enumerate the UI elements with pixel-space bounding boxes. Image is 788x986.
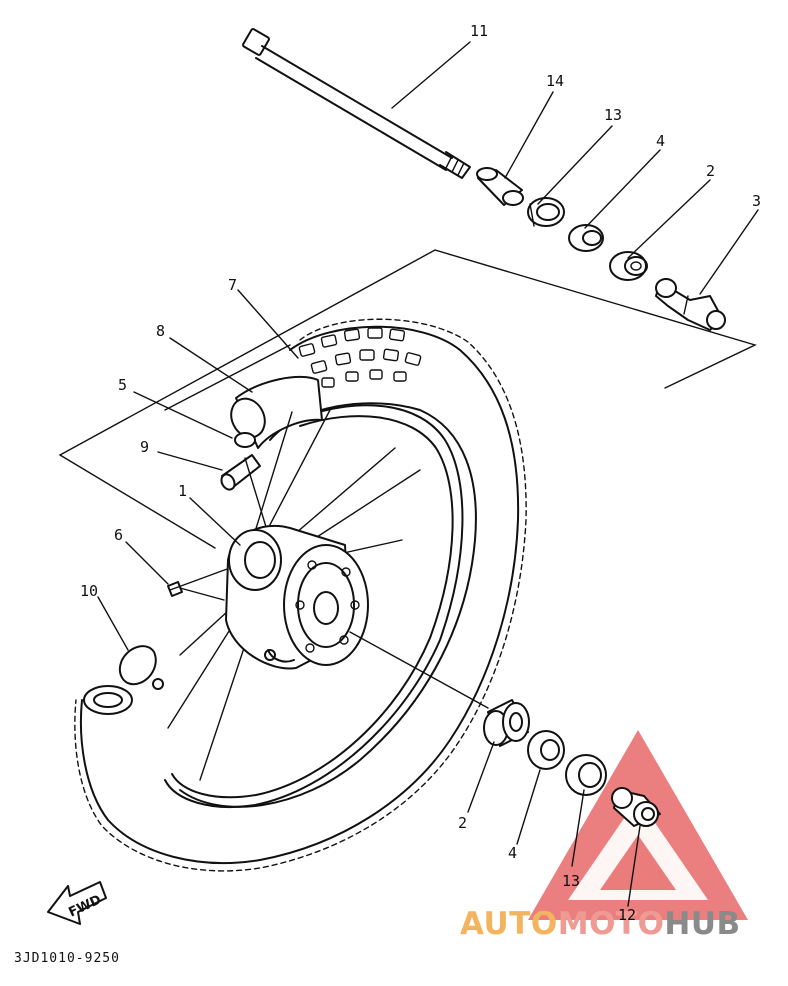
watermark-text-moto: MOTO (558, 906, 665, 942)
watermark-logo: AUTOMOTOHUB (460, 730, 748, 942)
lower-guide-line (349, 631, 489, 709)
callout-8: 8 (156, 322, 165, 340)
callout-9: 9 (140, 438, 149, 456)
callout-12: 12 (618, 906, 636, 924)
callout-7: 7 (228, 276, 237, 294)
rim-band (83, 645, 164, 715)
callout-2-upper: 2 (706, 162, 715, 180)
lower-collar (611, 787, 661, 827)
diagram-code: 3JD1010-9250 (14, 951, 120, 966)
valve-nut (234, 432, 256, 448)
tire (74, 318, 527, 872)
valve-cap (220, 454, 261, 491)
upper-collar (476, 167, 524, 206)
upper-spacer (568, 224, 604, 252)
callout-5: 5 (118, 376, 127, 394)
callout-14: 14 (546, 72, 564, 90)
front-axle (242, 28, 471, 179)
wheel-hub (225, 524, 369, 670)
inner-tube (230, 375, 323, 449)
lower-spacer (527, 730, 565, 770)
watermark-text-auto: AUTO (460, 906, 558, 942)
callout-13-lower: 13 (562, 872, 580, 890)
watermark-triangle-core (600, 835, 676, 890)
assembly-guide-lines (59, 249, 757, 549)
callout-13-upper: 13 (604, 106, 622, 124)
hub-bolts (295, 560, 360, 653)
spoke-nipple (167, 581, 225, 601)
tire-tread (298, 327, 422, 388)
callout-10: 10 (80, 582, 98, 600)
callout-4-upper: 4 (656, 132, 665, 150)
callout-11: 11 (470, 22, 488, 40)
callout-4-lower: 4 (508, 844, 517, 862)
forward-arrow: FWD (47, 881, 107, 925)
callout-1: 1 (178, 482, 187, 500)
callout-2-lower: 2 (458, 814, 467, 832)
watermark-text: AUTOMOTOHUB (460, 906, 741, 942)
callout-labels: 11 14 13 4 2 3 7 8 5 9 1 6 10 2 4 13 12 (80, 22, 761, 924)
upper-oil-seal (527, 197, 565, 227)
callout-6: 6 (114, 526, 123, 544)
lower-bearing (483, 699, 530, 747)
lower-oil-seal (565, 754, 607, 796)
callout-3: 3 (752, 192, 761, 210)
leader-lines (97, 41, 759, 907)
upper-bearing (609, 251, 648, 281)
upper-flanged-collar (655, 278, 726, 331)
watermark-text-hub: HUB (664, 906, 740, 942)
